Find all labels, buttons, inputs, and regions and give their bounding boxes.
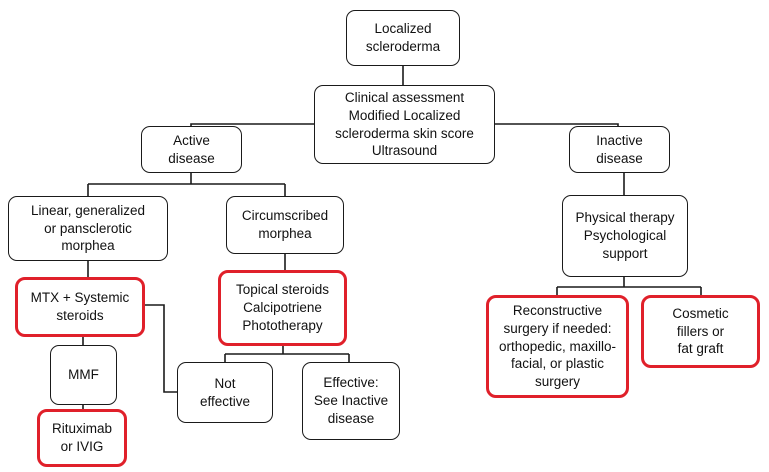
node-text-line: or pansclerotic <box>44 220 132 236</box>
node-text: Localized scleroderma <box>366 20 440 56</box>
node-text: Inactive disease <box>596 132 643 168</box>
node-mmf: MMF <box>50 345 117 405</box>
node-text-line: Cosmetic <box>672 305 729 321</box>
node-text-line: Phototherapy <box>242 317 323 333</box>
node-text: Active disease <box>168 132 215 168</box>
node-text-line: Circumscribed <box>241 208 329 224</box>
node-active-disease: Active disease <box>141 126 242 173</box>
node-text-line: Clinical assessment <box>344 89 465 105</box>
node-text-line: Physical therapy <box>575 210 675 226</box>
node-text-line: morphea <box>258 226 312 241</box>
node-text-line: disease <box>596 150 643 166</box>
node-text-line: Active <box>173 132 210 148</box>
node-text-line: Calcipotriene <box>243 300 322 316</box>
node-inactive-disease: Inactive disease <box>569 126 670 173</box>
node-text-line: Ultrasound <box>371 143 438 159</box>
node-text-line: Not <box>214 375 236 391</box>
node-text-line: Inactive <box>596 132 643 148</box>
node-text-line: See Inactive <box>313 393 389 409</box>
node-text: Not effective <box>200 375 250 411</box>
node-text: MTX + Systemic steroids <box>31 289 130 325</box>
node-circumscribed-morphea: Circumscribed morphea <box>226 196 344 254</box>
node-text-line: Linear, generalized <box>30 202 146 218</box>
node-text-line: Rituximab <box>51 421 113 437</box>
node-linear-morphea: Linear, generalized or pansclerotic morphe… <box>8 196 168 261</box>
node-text-line: fillers or <box>676 323 725 339</box>
node-text-line: MMF <box>68 367 99 383</box>
node-text-line: Modified Localized <box>348 107 461 123</box>
node-text-line: or IVIG <box>60 439 104 454</box>
node-text-line: MTX + Systemic <box>30 290 130 306</box>
node-text-line: disease <box>327 410 375 426</box>
node-text: Cosmetic fillers or fat graft <box>672 305 728 358</box>
node-cosmetic-fillers: Cosmetic fillers or fat graft <box>641 295 760 368</box>
connector-mtx-noteffective <box>144 304 178 393</box>
node-text-line: morphea <box>61 238 115 254</box>
node-text: Circumscribed morphea <box>242 207 328 243</box>
node-localized-scleroderma: Localized scleroderma <box>346 10 460 66</box>
node-text: Reconstructive surgery if needed: orthoped… <box>499 302 616 391</box>
node-text-line: Reconstructive <box>512 302 603 318</box>
node-text-line: support <box>602 245 648 261</box>
node-text-line: scleroderma skin score <box>335 125 474 141</box>
node-text-line: disease <box>168 150 215 166</box>
node-text-line: surgery <box>534 374 580 390</box>
node-text: Linear, generalized or pansclerotic morphe… <box>31 202 145 255</box>
node-text-line: steroids <box>56 308 104 323</box>
node-text: Rituximab or IVIG <box>52 420 112 456</box>
node-not-effective: Not effective <box>177 362 273 423</box>
node-text-line: effective <box>199 393 251 409</box>
node-mtx-systemic-steroids: MTX + Systemic steroids <box>15 277 145 337</box>
node-rituximab-ivig: Rituximab or IVIG <box>37 409 127 467</box>
node-text-line: Psychological <box>583 228 667 244</box>
node-text-line: fat graft <box>677 341 724 357</box>
node-text-line: Topical steroids <box>235 282 330 298</box>
node-reconstructive-surgery: Reconstructive surgery if needed: orthoped… <box>486 295 629 398</box>
node-text: MMF <box>68 366 99 384</box>
node-text-line: scleroderma <box>365 39 441 54</box>
node-text-line: orthopedic, maxillo- <box>498 338 617 354</box>
node-text-line: Effective: <box>323 375 379 391</box>
node-text-line: Localized <box>374 21 432 37</box>
node-text-line: facial, or plastic <box>510 356 605 372</box>
node-text-line: surgery if needed: <box>503 320 612 336</box>
